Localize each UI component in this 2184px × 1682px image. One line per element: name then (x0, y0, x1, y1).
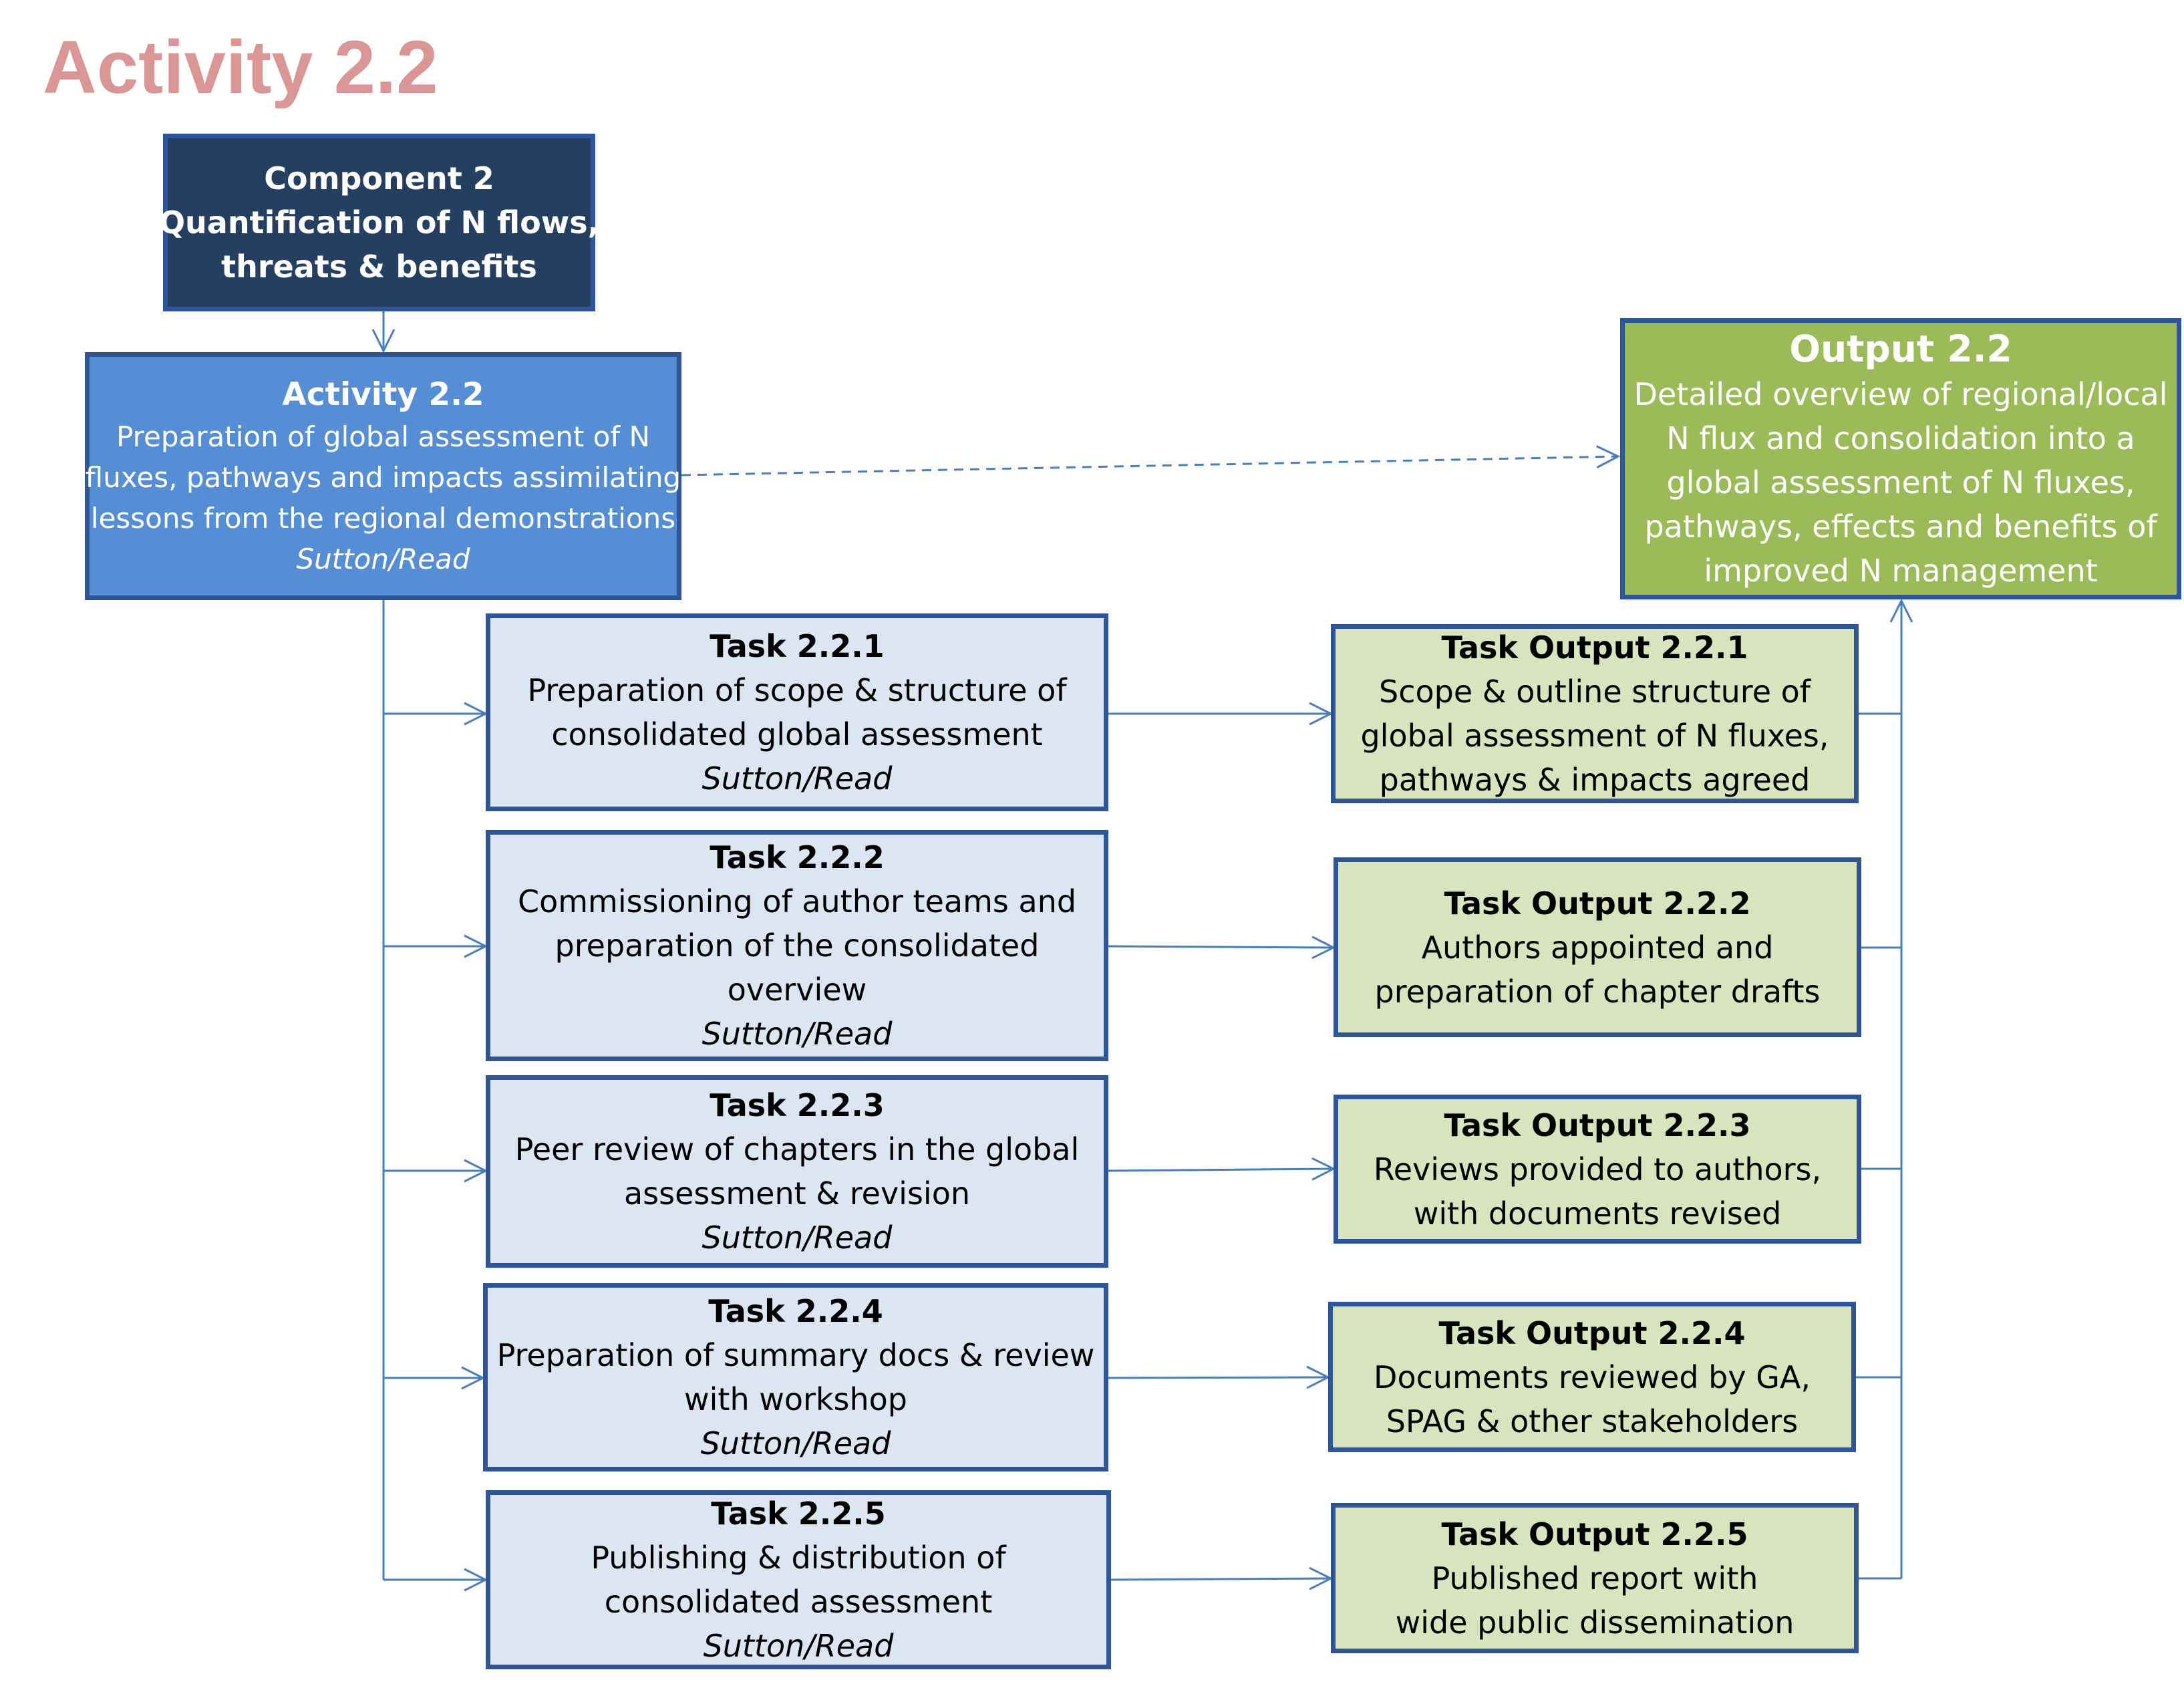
task-2-2-4-to-output-arrow (1108, 1365, 1331, 1389)
task-text-line: Peer review of chapters in the global (514, 1131, 1080, 1167)
task-output-title: Task Output 2.2.3 (1444, 1107, 1751, 1143)
task-text-line: assessment & revision (623, 1175, 971, 1212)
activity-title: Activity 2.2 (282, 376, 484, 413)
task-box-2-2-1: Task 2.2.1 Preparation of scope & struct… (486, 613, 1108, 811)
task-output-title: Task Output 2.2.5 (1441, 1516, 1748, 1552)
task-text-line: Publishing & distribution of (591, 1540, 1006, 1576)
activity-lead: Sutton/Read (296, 542, 470, 575)
activity-to-output-arrow (681, 445, 1621, 476)
task-title: Task 2.2.4 (708, 1293, 883, 1329)
output-text-line: improved N management (1704, 552, 2098, 589)
task-output-title: Task Output 2.2.2 (1444, 885, 1751, 922)
task-lead: Sutton/Read (700, 1425, 891, 1461)
task-output-text-line: Documents reviewed by GA, (1374, 1359, 1811, 1395)
task-lead: Sutton/Read (701, 760, 893, 797)
output-box: Output 2.2 Detailed overview of regional… (1620, 318, 2181, 599)
output-title: Output 2.2 (1789, 327, 2012, 370)
component-text-line: threats & benefits (221, 249, 537, 285)
task-output-text-line: wide public dissemination (1395, 1604, 1795, 1641)
output-text-line: global assessment of N fluxes, (1666, 464, 2135, 501)
task-output-text-line: Authors appointed and (1421, 929, 1774, 966)
task-box-2-2-2: Task 2.2.2 Commissioning of author teams… (486, 830, 1108, 1061)
task-output-box-2-2-2: Task Output 2.2.2 Authors appointed and … (1334, 857, 1861, 1037)
component-text-line: Quantification of N flows, (158, 204, 600, 241)
task-output-box-2-2-5: Task Output 2.2.5 Published report with … (1331, 1503, 1859, 1653)
task-title: Task 2.2.1 (710, 628, 885, 664)
task-output-box-2-2-1: Task Output 2.2.1 Scope & outline struct… (1331, 624, 1859, 803)
task-output-text-line: pathways & impacts agreed (1379, 762, 1811, 798)
task-2-2-2-to-output-arrow (1108, 936, 1336, 960)
task-text-line: with workshop (684, 1381, 907, 1417)
task-title: Task 2.2.5 (711, 1496, 886, 1532)
output-text-line: Detailed overview of regional/local (1633, 376, 2168, 412)
task-output-text-line: preparation of chapter drafts (1374, 973, 1821, 1010)
output-text-line: N flux and consolidation into a (1666, 420, 2135, 456)
task-text-line: Commissioning of author teams and (517, 883, 1077, 920)
task-2-2-5-to-output-arrow (1110, 1566, 1334, 1590)
activity-box: Activity 2.2 Preparation of global asses… (85, 352, 681, 600)
task-output-text-line: Scope & outline structure of (1379, 674, 1811, 710)
component-box: Component 2 Quantification of N flows, t… (159, 134, 599, 311)
component-title: Component 2 (264, 160, 494, 196)
task-title: Task 2.2.2 (710, 839, 885, 875)
task-title: Task 2.2.3 (710, 1087, 885, 1123)
task-lead: Sutton/Read (701, 1016, 893, 1052)
task-2-2-3-to-output-arrow (1108, 1157, 1336, 1181)
task-text-line: overview (727, 972, 867, 1008)
activity-text-line: lessons from the regional demonstrations (90, 501, 676, 535)
task-output-text-line: Reviews provided to authors, (1373, 1151, 1822, 1187)
task-lead: Sutton/Read (703, 1628, 894, 1664)
task-text-line: Preparation of scope & structure of (527, 672, 1067, 708)
task-output-title: Task Output 2.2.1 (1441, 629, 1748, 666)
task-text-line: preparation of the consolidated (555, 928, 1040, 964)
task-box-2-2-3: Task 2.2.3 Peer review of chapters in th… (486, 1075, 1108, 1268)
task-text-line: consolidated global assessment (551, 716, 1043, 752)
output-text-line: pathways, effects and benefits of (1644, 508, 2157, 545)
task-output-text-line: global assessment of N fluxes, (1360, 718, 1829, 754)
task-box-2-2-4: Task 2.2.4 Preparation of summary docs &… (483, 1283, 1108, 1471)
task-output-text-line: SPAG & other stakeholders (1386, 1403, 1799, 1439)
task-output-text-line: Published report with (1431, 1560, 1758, 1596)
page-title: Activity 2.2 (43, 25, 438, 109)
task-box-2-2-5: Task 2.2.5 Publishing & distribution of … (486, 1490, 1111, 1669)
task-output-box-2-2-3: Task Output 2.2.3 Reviews provided to au… (1334, 1095, 1861, 1244)
task-text-line: Preparation of summary docs & review (496, 1337, 1095, 1373)
task-text-line: consolidated assessment (604, 1584, 993, 1620)
task-output-text-line: with documents revised (1413, 1195, 1782, 1232)
task-output-box-2-2-4: Task Output 2.2.4 Documents reviewed by … (1328, 1302, 1856, 1452)
activity-text-line: fluxes, pathways and impacts assimilatin… (85, 460, 681, 494)
task-lead: Sutton/Read (701, 1220, 893, 1256)
task-output-title: Task Output 2.2.4 (1438, 1314, 1746, 1351)
activity-text-line: Preparation of global assessment of N (116, 420, 650, 453)
